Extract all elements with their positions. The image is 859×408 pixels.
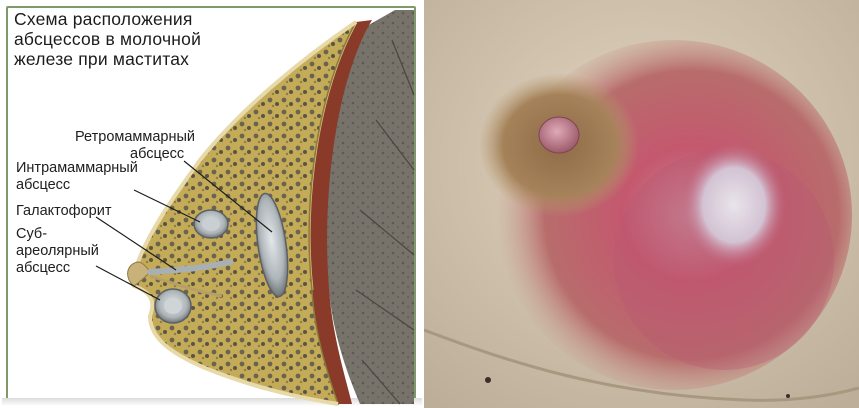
label-intramammary-1: Интрамаммарный	[16, 160, 138, 176]
diagram-panel: Схема расположения абсцессов в молочной …	[0, 0, 424, 408]
label-galactophore: Галактофорит	[16, 203, 111, 219]
photo-nipple	[539, 117, 579, 153]
clinical-photo-panel	[424, 0, 859, 408]
title-line-3: железе при маститах	[14, 49, 284, 69]
diagram-title: Схема расположения абсцессов в молочной …	[14, 9, 284, 69]
label-intramammary-2: абсцесс	[16, 177, 70, 193]
label-subareolar-1: Суб-	[16, 226, 47, 242]
pale-fluctuant-area	[682, 143, 786, 267]
title-line-1: Схема расположения	[14, 9, 284, 29]
label-retromammary-2: абсцесс	[130, 146, 184, 162]
clinical-photo-mastitis	[424, 0, 859, 408]
label-subareolar-2: ареолярный	[16, 243, 99, 259]
label-subareolar-3: абсцесс	[16, 260, 70, 276]
label-retromammary-1: Ретромаммарный	[75, 129, 195, 145]
title-line-2: абсцессов в молочной	[14, 29, 284, 49]
